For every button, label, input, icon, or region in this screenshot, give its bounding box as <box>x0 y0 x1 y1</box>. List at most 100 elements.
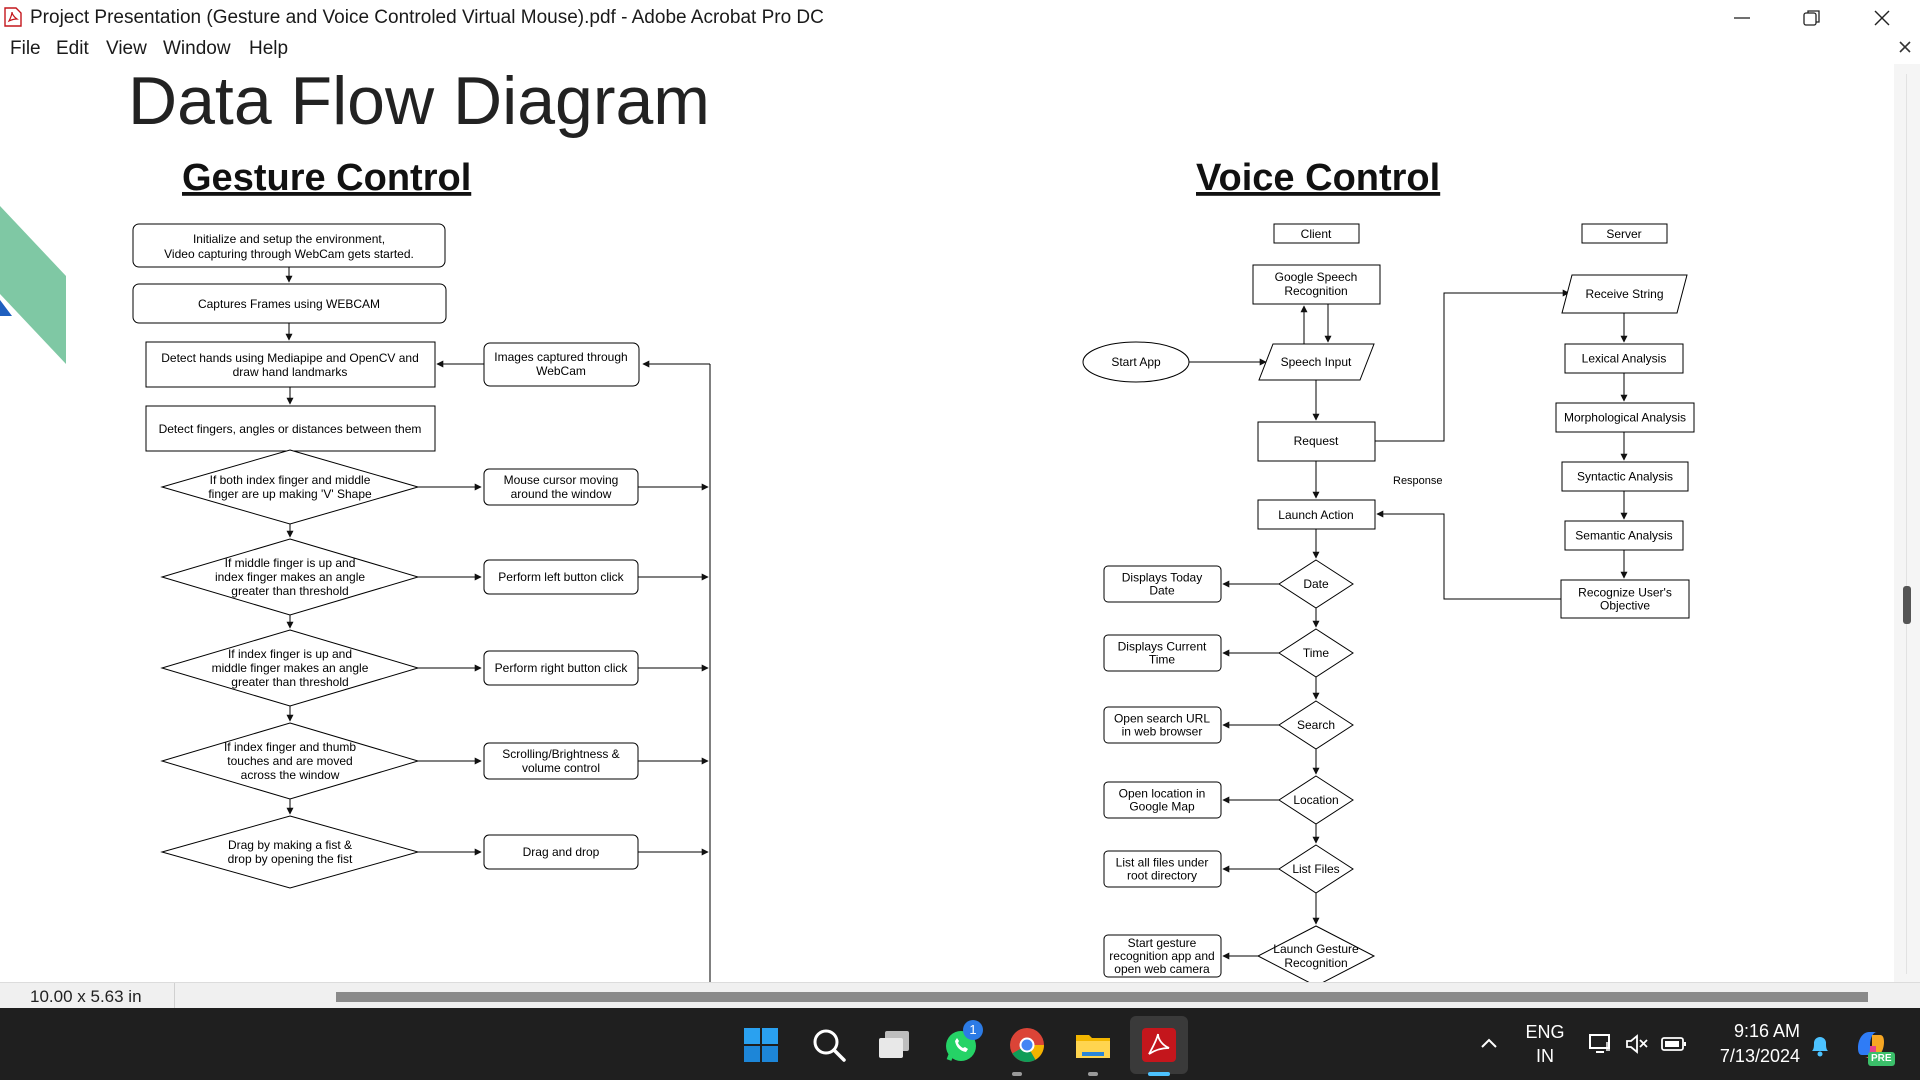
client-label-box <box>1273 223 1360 244</box>
voice-output-text: Google Map <box>1129 800 1195 814</box>
voice-decision-text: Recognition <box>1284 956 1347 970</box>
voice-decision-text: Time <box>1303 646 1330 660</box>
gesture-decision-diamond <box>160 815 420 889</box>
horizontal-scroll-thumb[interactable] <box>336 992 1868 1002</box>
gesture-action-text: Perform left button click <box>498 570 624 584</box>
voice-output-box <box>1103 706 1222 744</box>
window-title: Project Presentation (Gesture and Voice … <box>30 7 824 28</box>
copilot-preview-badge: PRE <box>1868 1052 1895 1066</box>
gesture-action-text: Perform right button click <box>495 661 629 675</box>
menu-help[interactable]: Help <box>249 38 289 59</box>
gesture-decision-text: If index finger and thumb <box>224 740 356 754</box>
server-step-text: Lexical Analysis <box>1582 352 1667 366</box>
search-icon[interactable] <box>810 1026 848 1064</box>
close-document-icon[interactable] <box>1896 38 1914 56</box>
start-app-text: Start App <box>1111 355 1161 369</box>
voice-output-box <box>1103 781 1222 819</box>
request-text: Request <box>1294 434 1339 448</box>
whatsapp-badge: 1 <box>963 1020 983 1040</box>
gesture-decision-text: touches and are moved <box>227 754 352 768</box>
network-icon[interactable] <box>1588 1032 1614 1056</box>
volume-muted-icon[interactable] <box>1624 1032 1650 1056</box>
gesture-decision-text: greater than threshold <box>231 675 348 689</box>
gesture-decision-text: index finger makes an angle <box>215 570 365 584</box>
gesture-decision-text: drop by opening the fist <box>228 852 353 866</box>
voice-output-text: Open search URL <box>1114 712 1210 726</box>
voice-flowchart: Client Server Google Speech Recognition … <box>1082 223 1668 600</box>
taskbar: 1 ENG IN 9:16 AM 7/13/2024 <box>0 1008 1920 1080</box>
init-text-1: Initialize and setup the environment, <box>193 232 385 246</box>
voice-decision-text: Search <box>1297 718 1335 732</box>
vertical-scrollbar[interactable] <box>1894 64 1920 982</box>
detect-fingers-text: Detect fingers, angles or distances betw… <box>159 422 422 436</box>
server-step-text: Morphological Analysis <box>1564 411 1686 425</box>
close-button[interactable] <box>1848 0 1918 34</box>
slide-canvas: Data Flow Diagram Gesture Control Voice … <box>0 64 1695 982</box>
decorative-blue-shape <box>0 300 12 316</box>
gesture-decision-text: Drag by making a fist & <box>228 838 352 852</box>
explorer-running-indicator <box>1088 1072 1098 1076</box>
clock-date[interactable]: 7/13/2024 <box>1719 1046 1800 1066</box>
language-indicator-top[interactable]: ENG <box>1525 1022 1565 1042</box>
status-separator <box>174 983 175 1009</box>
gesture-decision-text: greater than threshold <box>231 584 348 598</box>
server-step-box <box>1561 274 1688 314</box>
response-label: Response <box>1393 475 1443 487</box>
slide-title: Data Flow Diagram <box>128 64 710 139</box>
title-bar: Project Presentation (Gesture and Voice … <box>0 0 1920 34</box>
clock-time[interactable]: 9:16 AM <box>1733 1021 1800 1041</box>
windows-start-icon[interactable] <box>742 1026 780 1064</box>
restore-icon <box>1803 10 1820 26</box>
file-explorer-icon[interactable] <box>1074 1026 1112 1064</box>
menu-edit[interactable]: Edit <box>56 38 89 59</box>
menu-view[interactable]: View <box>106 38 147 59</box>
launch-action-box <box>1257 499 1376 530</box>
voice-decision-text: List Files <box>1292 862 1339 876</box>
gesture-decision-text: If both index finger and middle <box>210 473 371 487</box>
voice-decision-text: Location <box>1293 793 1338 807</box>
notification-bell-icon[interactable] <box>1808 1032 1832 1058</box>
voice-decision-text: Launch Gesture <box>1273 942 1359 956</box>
close-icon <box>1874 10 1890 26</box>
detect-hands-text-1: Detect hands using Mediapipe and OpenCV … <box>161 351 419 365</box>
menu-bar: File Edit View Window Help <box>0 34 1920 65</box>
gesture-decision-text: middle finger makes an angle <box>212 661 369 675</box>
gesture-action-text: volume control <box>522 761 600 775</box>
task-view-icon[interactable] <box>876 1026 914 1064</box>
launch-action-text: Launch Action <box>1278 508 1353 522</box>
server-step-text: Semantic Analysis <box>1575 529 1672 543</box>
voice-output-text: List all files under <box>1116 856 1209 870</box>
speech-input-box <box>1258 343 1375 381</box>
acrobat-taskbar-icon[interactable] <box>1140 1026 1178 1064</box>
voice-output-text: Displays Today <box>1122 571 1202 585</box>
voice-decision-text: Date <box>1303 577 1329 591</box>
battery-icon[interactable] <box>1660 1034 1688 1054</box>
server-step-text: Recognize User's <box>1578 586 1672 600</box>
language-indicator-bottom[interactable]: IN <box>1536 1046 1554 1066</box>
detect-hands-box <box>145 341 436 388</box>
chrome-icon[interactable] <box>1008 1026 1046 1064</box>
vertical-scroll-thumb[interactable] <box>1903 586 1911 624</box>
status-bar: 10.00 x 5.63 in <box>0 982 1920 1009</box>
page-size-readout: 10.00 x 5.63 in <box>30 987 142 1006</box>
voice-output-box <box>1103 934 1222 978</box>
menu-window[interactable]: Window <box>163 38 231 59</box>
restore-button[interactable] <box>1778 0 1848 34</box>
document-viewport[interactable]: Data Flow Diagram Gesture Control Voice … <box>0 64 1894 982</box>
chevron-up-icon[interactable] <box>1478 1032 1500 1054</box>
minimize-button[interactable] <box>1708 0 1778 34</box>
gesture-decision-text: across the window <box>241 768 340 782</box>
voice-output-text: recognition app and <box>1109 949 1214 963</box>
voice-output-box <box>1103 634 1222 672</box>
gesture-action-text: Drag and drop <box>523 845 600 859</box>
menu-file[interactable]: File <box>10 38 41 59</box>
server-label: Server <box>1606 227 1641 241</box>
server-step-box <box>1564 520 1684 551</box>
server-step-text: Objective <box>1600 599 1650 613</box>
capture-text: Captures Frames using WEBCAM <box>198 297 380 311</box>
gesture-flowchart: Initialize and setup the environment, Vi… <box>132 223 711 982</box>
voice-output-text: in web browser <box>1122 725 1203 739</box>
server-step-box <box>1555 402 1695 433</box>
